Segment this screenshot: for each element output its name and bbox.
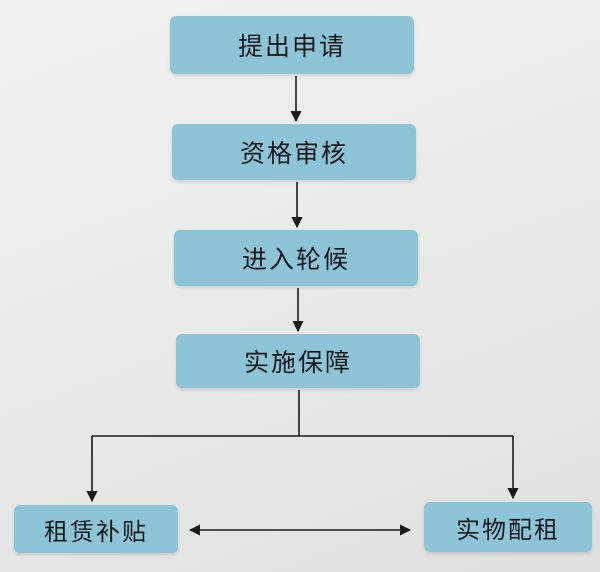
step-implement-label: 实施保障 xyxy=(243,348,352,377)
outcome-physical-rental-label: 实物配租 xyxy=(456,515,560,544)
step-review-label: 资格审核 xyxy=(239,139,348,168)
step-apply-label: 提出申请 xyxy=(237,32,346,61)
step-apply-box: 提出申请 xyxy=(170,16,414,74)
outcome-rent-subsidy-label: 租赁补贴 xyxy=(44,517,148,546)
step-queue-box: 进入轮候 xyxy=(174,230,418,286)
step-queue-label: 进入轮候 xyxy=(241,245,350,274)
outcome-rent-subsidy-box: 租赁补贴 xyxy=(14,505,178,553)
outcome-physical-rental-box: 实物配租 xyxy=(424,502,592,552)
step-review-box: 资格审核 xyxy=(172,124,416,180)
step-implement-box: 实施保障 xyxy=(176,334,420,388)
